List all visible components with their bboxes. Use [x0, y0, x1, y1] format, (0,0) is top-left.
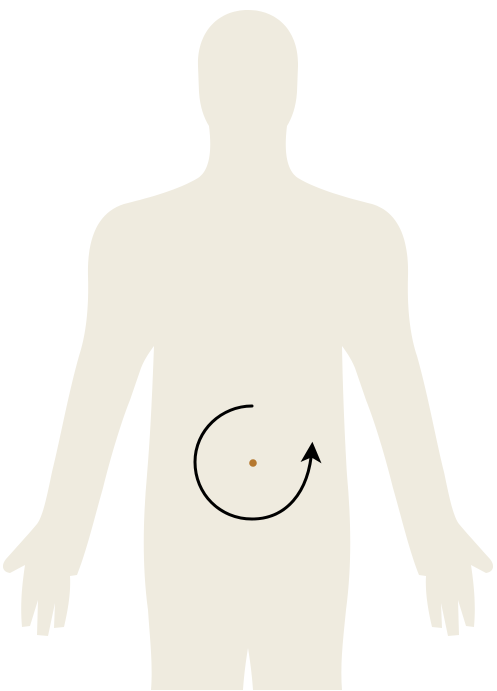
human-body-silhouette [3, 10, 493, 690]
navel-marker [249, 459, 257, 467]
